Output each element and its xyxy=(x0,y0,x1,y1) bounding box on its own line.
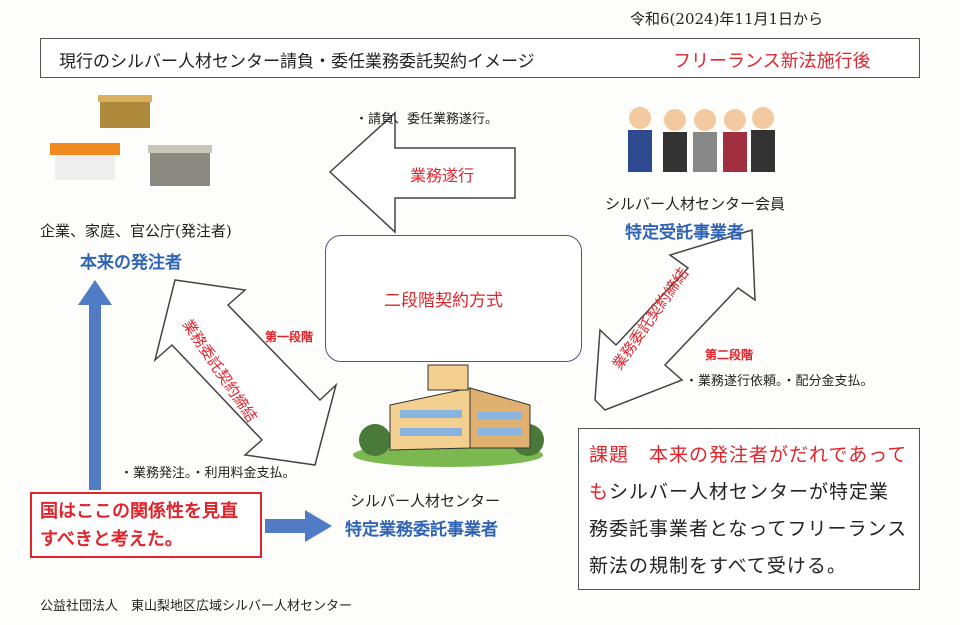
government-note: 国はここの関係性を見直すべきと考えた。 xyxy=(40,501,238,550)
up-arrow xyxy=(78,280,112,490)
client-buildings-icon xyxy=(50,95,212,186)
issue-box: 課題 本来の発注者がだれであってもシルバー人材センターが特定業務委託事業者となっ… xyxy=(578,428,920,590)
top-left-arrow xyxy=(328,111,516,234)
date-note: 令和6(2024)年11月1日から xyxy=(630,10,824,28)
left-arrow-stage: 第一段階 xyxy=(265,330,314,344)
footer-org: 公益社団法人 東山梨地区広域シルバー人材センター xyxy=(40,599,353,614)
government-note-box: 国はここの関係性を見直すべきと考えた。 xyxy=(30,492,262,558)
top-arrow-note: ・請負、委任業務遂行。 xyxy=(355,112,499,127)
page-title: 現行のシルバー人材センター請負・委任業務委託契約イメージ xyxy=(59,52,535,72)
client-name: 企業、家庭、官公庁(発注者) xyxy=(40,222,232,240)
top-arrow-label: 業務遂行 xyxy=(410,166,475,185)
issue-text: シルバー人材センターが特定業務委託事業者となってフリーランス新法の規制をすべて受… xyxy=(589,481,908,577)
right-arrow-note: ・業務遂行依頼。・配分金支払。 xyxy=(685,374,874,389)
client-role: 本来の発注者 xyxy=(80,253,182,273)
left-double-arrow xyxy=(153,279,338,466)
center-label: 二段階契約方式 xyxy=(384,291,503,311)
member-name: シルバー人材センター会員 xyxy=(605,195,786,213)
right-arrow-stage: 第二段階 xyxy=(705,348,754,362)
silver-center-name: シルバー人材センター xyxy=(350,492,501,510)
silver-center-role: 特定業務委託事業者 xyxy=(345,520,498,540)
members-icon xyxy=(628,107,775,172)
right-double-arrow xyxy=(594,229,756,411)
page-subtitle: フリーランス新法施行後 xyxy=(673,51,871,72)
left-arrow-note: ・業務発注。・利用料金支払。 xyxy=(120,466,296,481)
issue-heading: 課題 xyxy=(589,444,630,466)
title-box: 現行のシルバー人材センター請負・委任業務委託契約イメージ フリーランス新法施行後 xyxy=(40,38,920,78)
silver-center-building-icon xyxy=(353,364,544,467)
issue-text-red: 本来の発注者がだれであっても xyxy=(589,444,908,503)
right-arrow xyxy=(265,510,332,542)
member-role: 特定受託事業者 xyxy=(625,223,744,243)
two-stage-contract-box: 二段階契約方式 xyxy=(325,235,582,362)
